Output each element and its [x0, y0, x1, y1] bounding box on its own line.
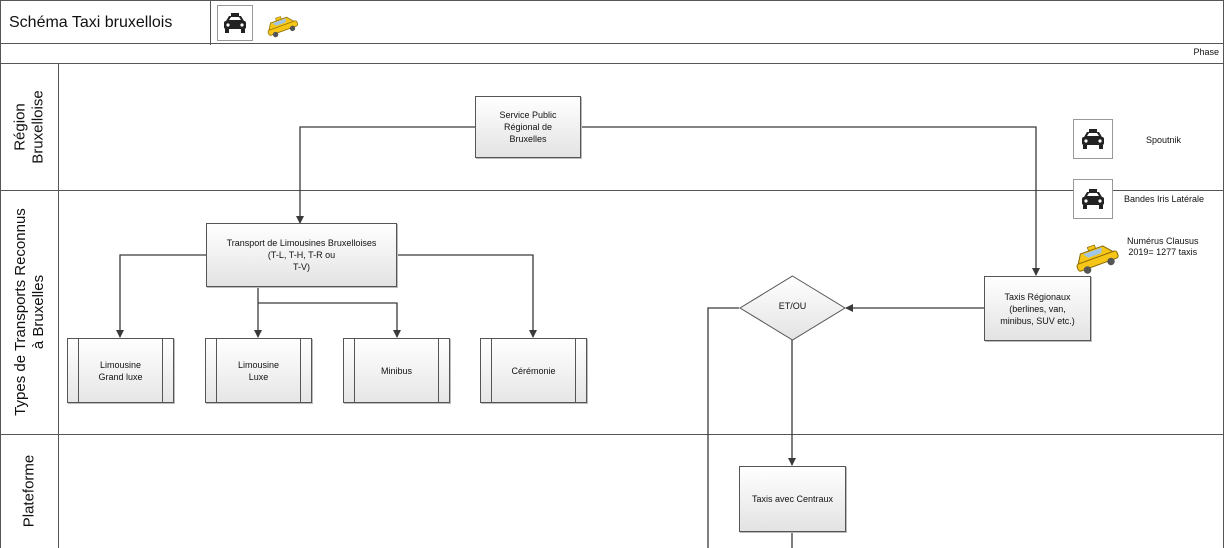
legend-spoutnik: Spoutnik: [1146, 135, 1182, 145]
node-service-public[interactable]: Service Public Régional de Bruxelles: [475, 96, 581, 158]
node-label: Minibus: [380, 365, 412, 376]
subprocess-bar: [575, 339, 576, 402]
decision-diamond-shape: [739, 275, 846, 341]
edge-decision-left: [707, 307, 739, 548]
edge-limousines-to-grand-luxe: [116, 254, 206, 338]
subprocess-bar: [438, 339, 439, 402]
title-bar: Schéma Taxi bruxellois: [0, 0, 1224, 45]
lane-header: Région Bruxelloise: [1, 64, 59, 190]
subprocess-bar: [354, 339, 355, 402]
page-title: Schéma Taxi bruxellois: [1, 1, 211, 45]
lane-header: Plateforme: [1, 434, 59, 548]
taxi-car-yellow-icon[interactable]: [263, 5, 299, 41]
legend-numerus: Numérus Clausus 2019= 1277 taxis: [1127, 236, 1199, 257]
node-transport-limousines[interactable]: Transport de Limousines Bruxelloises (T-…: [206, 223, 397, 287]
node-ceremonie[interactable]: Cérémonie: [480, 338, 587, 403]
subprocess-bar: [300, 339, 301, 402]
edge-service-to-limousines: [296, 126, 475, 224]
node-label: Cérémonie: [511, 365, 556, 376]
subprocess-bar: [216, 339, 217, 402]
subprocess-bar: [491, 339, 492, 402]
lane-header: Types de Transports Reconnus à Bruxelles: [1, 190, 59, 434]
node-label: Limousine Grand luxe: [98, 359, 143, 382]
taxi-front-icon: [1073, 119, 1113, 159]
subprocess-bar: [78, 339, 79, 402]
phase-label: Phase: [1193, 47, 1219, 57]
edge-limousines-to-minibus: [258, 302, 401, 338]
node-label: Limousine Luxe: [237, 359, 280, 382]
node-taxis-centraux[interactable]: Taxis avec Centraux: [739, 466, 846, 532]
taxi-front-icon[interactable]: [217, 5, 253, 41]
edge-limousines-to-ceremonie: [397, 254, 537, 338]
taxi-front-icon: [1073, 179, 1113, 219]
node-limousine-luxe[interactable]: Limousine Luxe: [205, 338, 312, 403]
decision-label: ET/OU: [778, 301, 807, 311]
node-taxis-regionaux[interactable]: Taxis Régionaux (berlines, van, minibus,…: [984, 276, 1091, 341]
taxi-car-yellow-icon: [1070, 234, 1120, 274]
subprocess-bar: [162, 339, 163, 402]
node-decision[interactable]: ET/OU: [739, 275, 846, 341]
node-minibus[interactable]: Minibus: [343, 338, 450, 403]
node-limousine-grand-luxe[interactable]: Limousine Grand luxe: [67, 338, 174, 403]
legend-bandes: Bandes Iris Latérale: [1124, 194, 1205, 204]
edge-service-to-regionaux: [581, 126, 1040, 276]
